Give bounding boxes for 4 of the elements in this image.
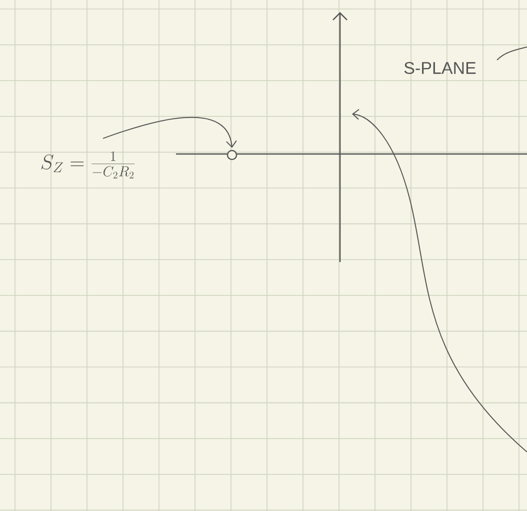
zero-marker — [226, 150, 238, 160]
formula-label: $S_Z = \frac{1}{-C_2R_2}$ — [41, 151, 135, 178]
plane-label: S-PLANE — [404, 62, 476, 74]
curved-arrow — [102, 116, 237, 148]
